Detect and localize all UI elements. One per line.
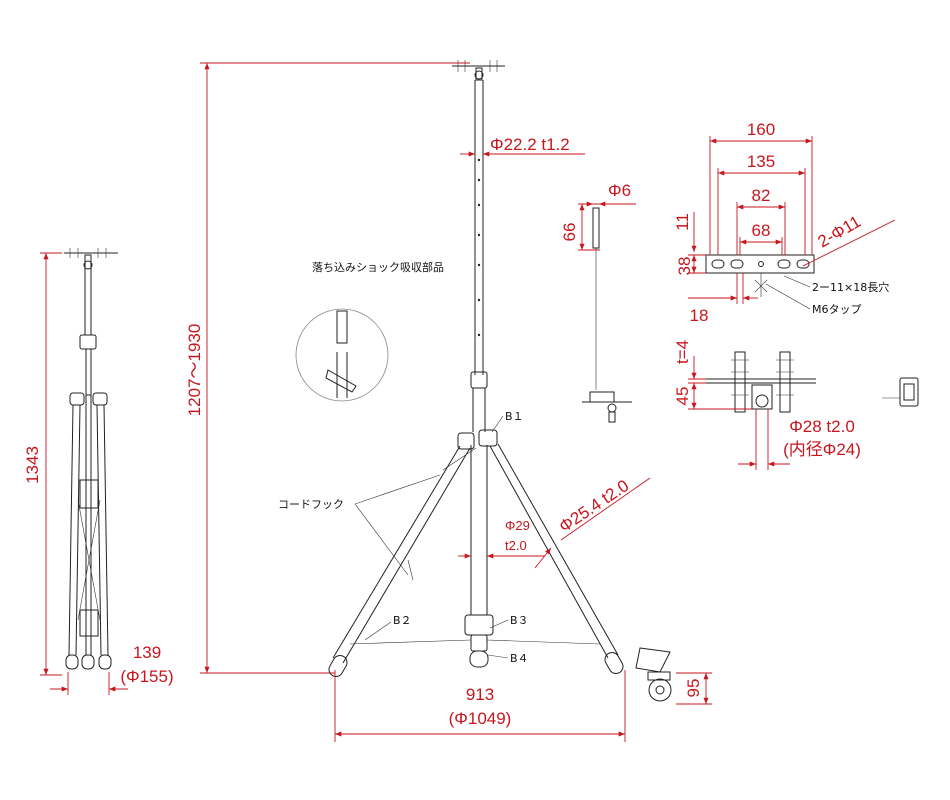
folded-stand-view: [64, 248, 118, 670]
label-b4: B４: [510, 652, 529, 665]
leg-pipe-label: Φ25.4 t2.0: [556, 476, 633, 536]
plate-38-label: 38: [675, 257, 694, 276]
dim-left-height: 1343: [23, 252, 62, 676]
bracket-45-label: 45: [673, 387, 692, 406]
bracket-detail: [706, 351, 919, 413]
plate-135-label: 135: [747, 152, 775, 171]
plate-11-label: 11: [673, 213, 692, 231]
hook-len-label: 66: [560, 223, 579, 242]
dim-hook: 66 Φ6: [560, 181, 636, 251]
shock-absorber-note: 落ち込みショック吸収部品: [312, 260, 444, 274]
tripod-stand: [328, 60, 624, 677]
cord-hook-note: コードフック: [278, 498, 344, 511]
base-width-dia-label: (Φ1049): [449, 709, 512, 728]
label-b1: B１: [505, 410, 524, 423]
dim-caster: 95: [676, 672, 712, 705]
slot-note: 2ー11×18長穴: [812, 280, 889, 294]
caster-height-label: 95: [684, 679, 703, 698]
shock-absorber-detail: [295, 308, 389, 402]
dim-base-width: 913 (Φ1049): [334, 670, 626, 742]
dim-bracket: t=4 45 Φ28 t2.0 (内径Φ24): [673, 340, 861, 470]
tap-note: M6タップ: [812, 303, 862, 316]
left-width-dia-label: (Φ155): [120, 667, 173, 686]
label-b2: B２: [393, 614, 412, 627]
dim-left-width: 139 (Φ155): [50, 643, 174, 695]
main-height-label: 1207〜1930: [185, 324, 204, 417]
bracket-t-label: t=4: [673, 340, 692, 364]
left-width-label: 139: [133, 643, 161, 662]
plate-68-label: 68: [752, 221, 771, 240]
plate-160-label: 160: [747, 120, 775, 139]
mid-pipe-label-1: Φ29: [505, 518, 530, 533]
label-b3: B３: [510, 614, 529, 627]
hook-detail: [582, 207, 632, 423]
plate-82-label: 82: [752, 186, 771, 205]
top-plate-detail: [705, 254, 815, 297]
left-height-label: 1343: [23, 446, 42, 484]
plate-holes-label: 2-Φ11: [815, 212, 865, 252]
plate-18-label: 18: [690, 306, 709, 325]
top-pipe-label: Φ22.2 t1.2: [490, 135, 570, 154]
bracket-pipe-label: Φ28 t2.0: [789, 417, 855, 436]
main-height-dimension: 1207〜1930: [185, 62, 470, 674]
dim-leg-pipe: Φ25.4 t2.0: [534, 476, 651, 569]
hook-dia-label: Φ6: [608, 181, 631, 200]
caster-detail: [635, 647, 672, 702]
bracket-inner-label: (内径Φ24): [783, 440, 861, 459]
dim-top-pipe: Φ22.2 t1.2: [460, 135, 585, 157]
base-width-label: 913: [466, 685, 494, 704]
dim-mid-pipe: Φ29 t2.0: [458, 518, 545, 559]
mid-pipe-label-2: t2.0: [505, 538, 527, 553]
